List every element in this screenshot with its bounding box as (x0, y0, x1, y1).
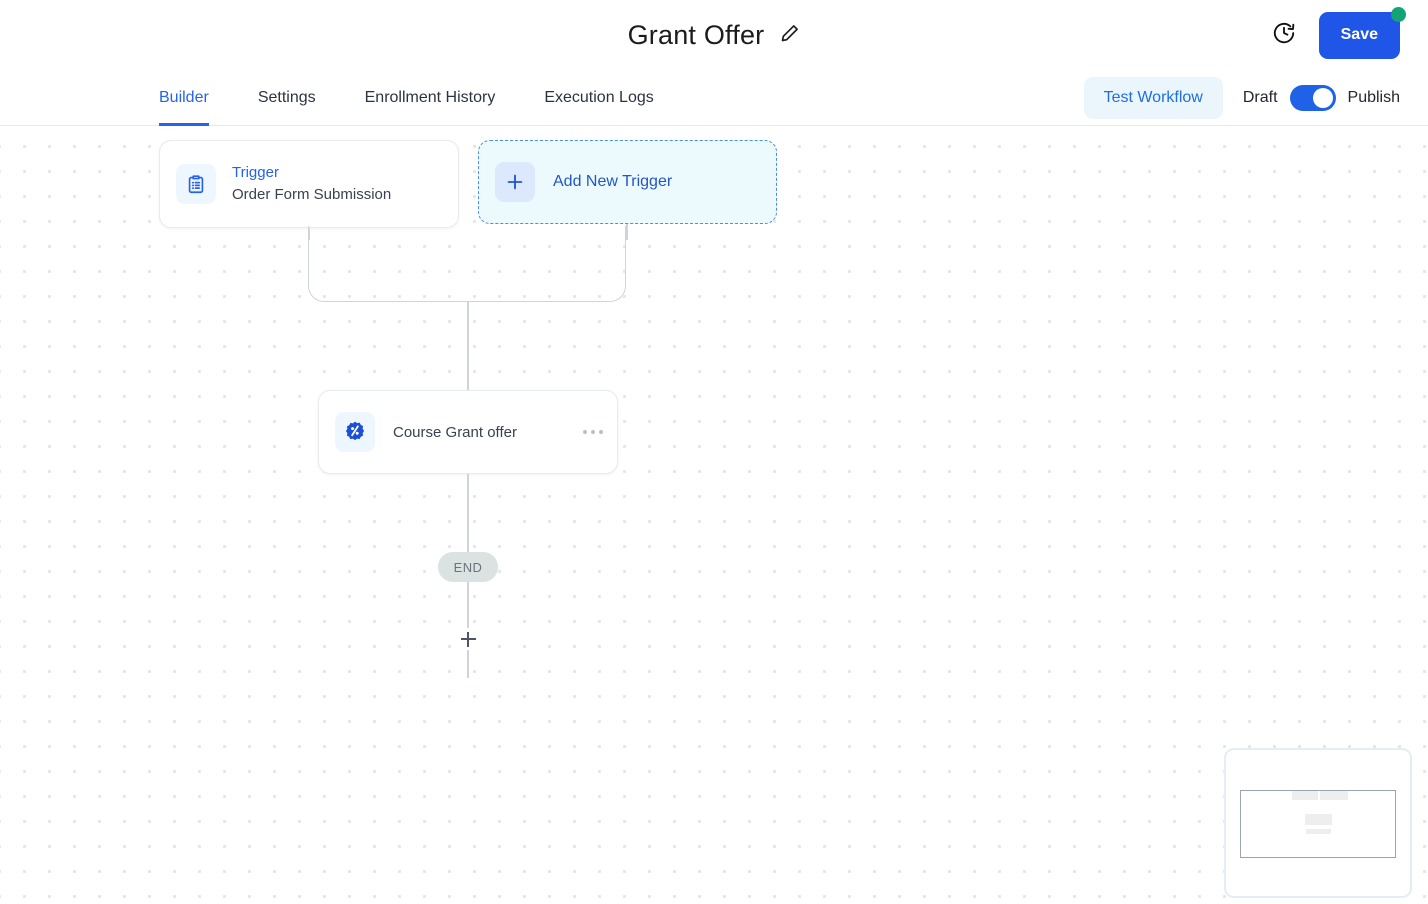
publish-toggle-group: Draft Publish (1242, 84, 1400, 111)
tab-execution-logs[interactable]: Execution Logs (544, 88, 654, 106)
page-title: Grant Offer (627, 19, 765, 50)
clock-history-icon[interactable] (1271, 20, 1297, 51)
clipboard-list-icon (176, 164, 216, 204)
pencil-icon[interactable] (780, 23, 800, 48)
save-button[interactable]: Save (1318, 11, 1400, 59)
action-node-course-grant-offer[interactable]: Course Grant offer (318, 390, 618, 474)
publish-label: Publish (1347, 88, 1400, 106)
add-step-button-2[interactable] (457, 628, 479, 650)
toggle-knob (1312, 87, 1333, 108)
action-node-label: Course Grant offer (393, 423, 517, 441)
draft-label: Draft (1242, 88, 1278, 106)
trigger-node-text: Trigger Order Form Submission (232, 162, 391, 206)
connector-merge-down (467, 302, 469, 324)
top-bar: Grant Offer Save (0, 0, 1428, 70)
trigger-node-title: Trigger (232, 164, 279, 182)
publish-toggle[interactable] (1289, 84, 1336, 111)
connector-plus-to-end (467, 650, 469, 678)
connector-action-down (467, 474, 469, 628)
trigger-node[interactable]: Trigger Order Form Submission (159, 140, 459, 228)
add-new-trigger-label: Add New Trigger (553, 173, 673, 190)
minimap-viewport[interactable] (1240, 790, 1396, 858)
tab-settings[interactable]: Settings (257, 88, 316, 106)
plus-icon (495, 162, 535, 202)
top-bar-actions: Save (1271, 0, 1406, 70)
minimap-node-block (1292, 791, 1318, 800)
minimap-node-block (1306, 829, 1331, 834)
connector-add-trigger-stub (626, 224, 628, 240)
title-group: Grant Offer (628, 20, 801, 51)
workflow-minimap[interactable] (1224, 748, 1412, 898)
workflow-controls: Test Workflow Draft Publish (1083, 76, 1400, 119)
trigger-node-subtitle: Order Form Submission (232, 186, 392, 203)
tab-bar: Builder Settings Enrollment History Exec… (0, 70, 1428, 126)
minimap-node-block (1320, 791, 1348, 800)
workflow-canvas[interactable]: Trigger Order Form Submission Add New Tr… (0, 126, 1428, 904)
tab-builder[interactable]: Builder (159, 70, 209, 126)
connector-branch-merge (308, 226, 626, 302)
minimap-node-block (1305, 814, 1332, 825)
save-button-wrapper: Save (1318, 6, 1406, 59)
end-node: END (438, 552, 498, 582)
add-new-trigger-node[interactable]: Add New Trigger (478, 140, 777, 224)
unsaved-changes-badge (1391, 6, 1406, 22)
more-options-icon[interactable] (583, 430, 603, 434)
test-workflow-button[interactable]: Test Workflow (1083, 76, 1223, 119)
tab-enrollment-history[interactable]: Enrollment History (364, 88, 496, 106)
discount-badge-percent-icon (335, 412, 375, 452)
